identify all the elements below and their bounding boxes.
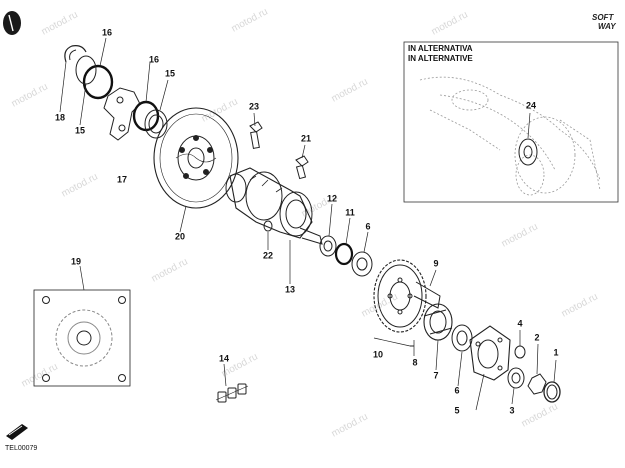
brand-soft-text: SOFT (592, 13, 614, 22)
callout-9: 9 (433, 258, 439, 269)
callout-21: 21 (300, 133, 312, 144)
callout-4: 4 (517, 318, 523, 329)
part-23-bolt (249, 112, 263, 149)
callout-7: 7 (433, 370, 439, 381)
callout-3: 3 (509, 405, 515, 416)
inset-frame (403, 41, 619, 203)
part-20-brake-disc (153, 107, 239, 233)
part-15-seal-right (144, 79, 169, 139)
callout-22: 22 (262, 250, 274, 261)
part-17-caliper-bracket (103, 87, 141, 141)
inset-title-italian: IN ALTERNATIVA (408, 44, 473, 53)
part-7-bearing (423, 303, 453, 371)
part-13-hub-shaft (225, 167, 323, 284)
part-11-oring (334, 217, 354, 266)
part-1-circlip (543, 359, 561, 403)
part-13-shaft-extension (413, 281, 441, 309)
callout-2: 2 (534, 332, 540, 343)
callout-16-lower: 16 (148, 54, 160, 65)
callout-23: 23 (248, 101, 260, 112)
part-2-nut (527, 343, 547, 395)
part-24-washer (518, 112, 538, 166)
callout-17: 17 (116, 174, 128, 185)
part-19-drive-flange (33, 265, 131, 387)
callout-5: 5 (454, 405, 460, 416)
part-16-oring-lower (132, 61, 160, 132)
part-3-spacer (507, 367, 525, 405)
part-4-washer (514, 330, 526, 359)
callout-6-upper: 6 (365, 221, 371, 232)
callout-10: 10 (372, 349, 384, 360)
front-direction-arrow-icon (6, 424, 28, 440)
callout-13: 13 (284, 284, 296, 295)
inset-title-english: IN ALTERNATIVE (408, 54, 473, 63)
part-6-spacer-lower (451, 324, 473, 387)
callout-24: 24 (525, 100, 537, 111)
part-14-screw-set (215, 363, 249, 403)
callout-11: 11 (345, 207, 355, 218)
part-18-circlip (59, 45, 87, 113)
callout-20: 20 (174, 231, 186, 242)
callout-1: 1 (553, 347, 559, 358)
part-12-spacer (319, 203, 337, 257)
part-15-seal-left (75, 55, 97, 126)
callout-15-left: 15 (74, 125, 86, 136)
part-21-bolt (295, 144, 309, 180)
part-22-pin (263, 220, 273, 250)
callout-6-lower: 6 (454, 385, 460, 396)
callout-18: 18 (54, 112, 66, 123)
callout-15-right: 15 (164, 68, 176, 79)
callout-14: 14 (218, 353, 230, 364)
brand-way-text: WAY (598, 22, 616, 31)
drawing-code: TEL00079 (5, 445, 38, 452)
part-5-sprocket-carrier (469, 325, 511, 411)
callout-12: 12 (326, 193, 338, 204)
part-6-spacer-upper (351, 231, 373, 277)
part-16-oring-upper (82, 37, 114, 100)
callout-8: 8 (412, 357, 418, 368)
part-9-sprocket (373, 259, 437, 333)
part-10-bolt (373, 337, 414, 347)
inset-ghost-assembly (419, 76, 601, 196)
callout-16-upper: 16 (101, 27, 113, 38)
callout-19: 19 (70, 256, 82, 267)
brand-logo-icon (3, 11, 21, 35)
